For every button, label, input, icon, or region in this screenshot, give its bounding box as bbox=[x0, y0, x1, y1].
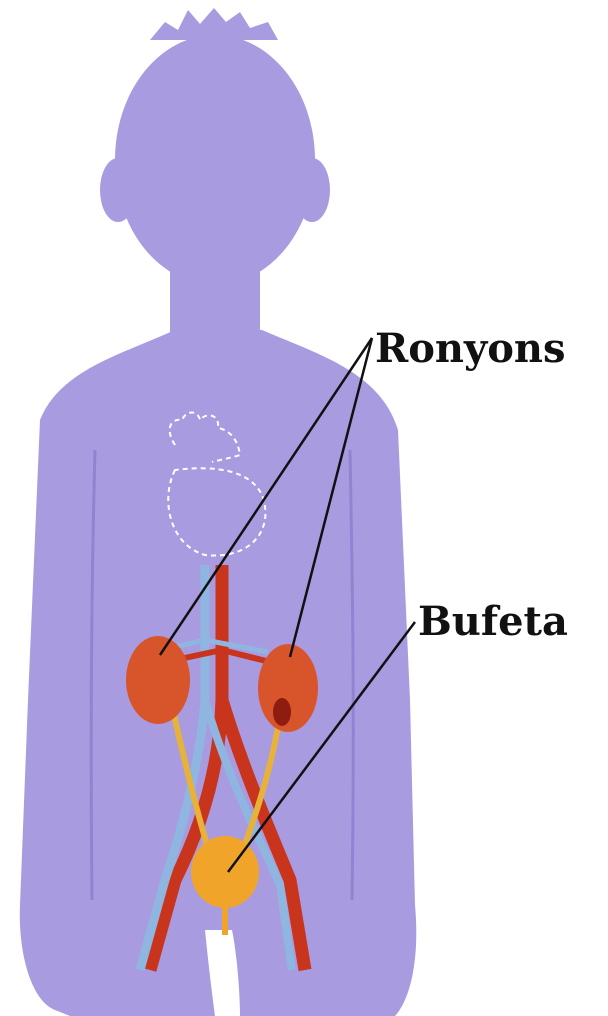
label-bladder: Bufeta bbox=[418, 598, 568, 645]
head bbox=[115, 35, 315, 285]
label-kidneys: Ronyons bbox=[375, 325, 566, 372]
left-kidney bbox=[126, 636, 190, 724]
right-ear bbox=[294, 158, 330, 222]
left-ear bbox=[100, 158, 136, 222]
right-kidney-pelvis bbox=[273, 698, 291, 726]
bladder bbox=[191, 836, 259, 908]
